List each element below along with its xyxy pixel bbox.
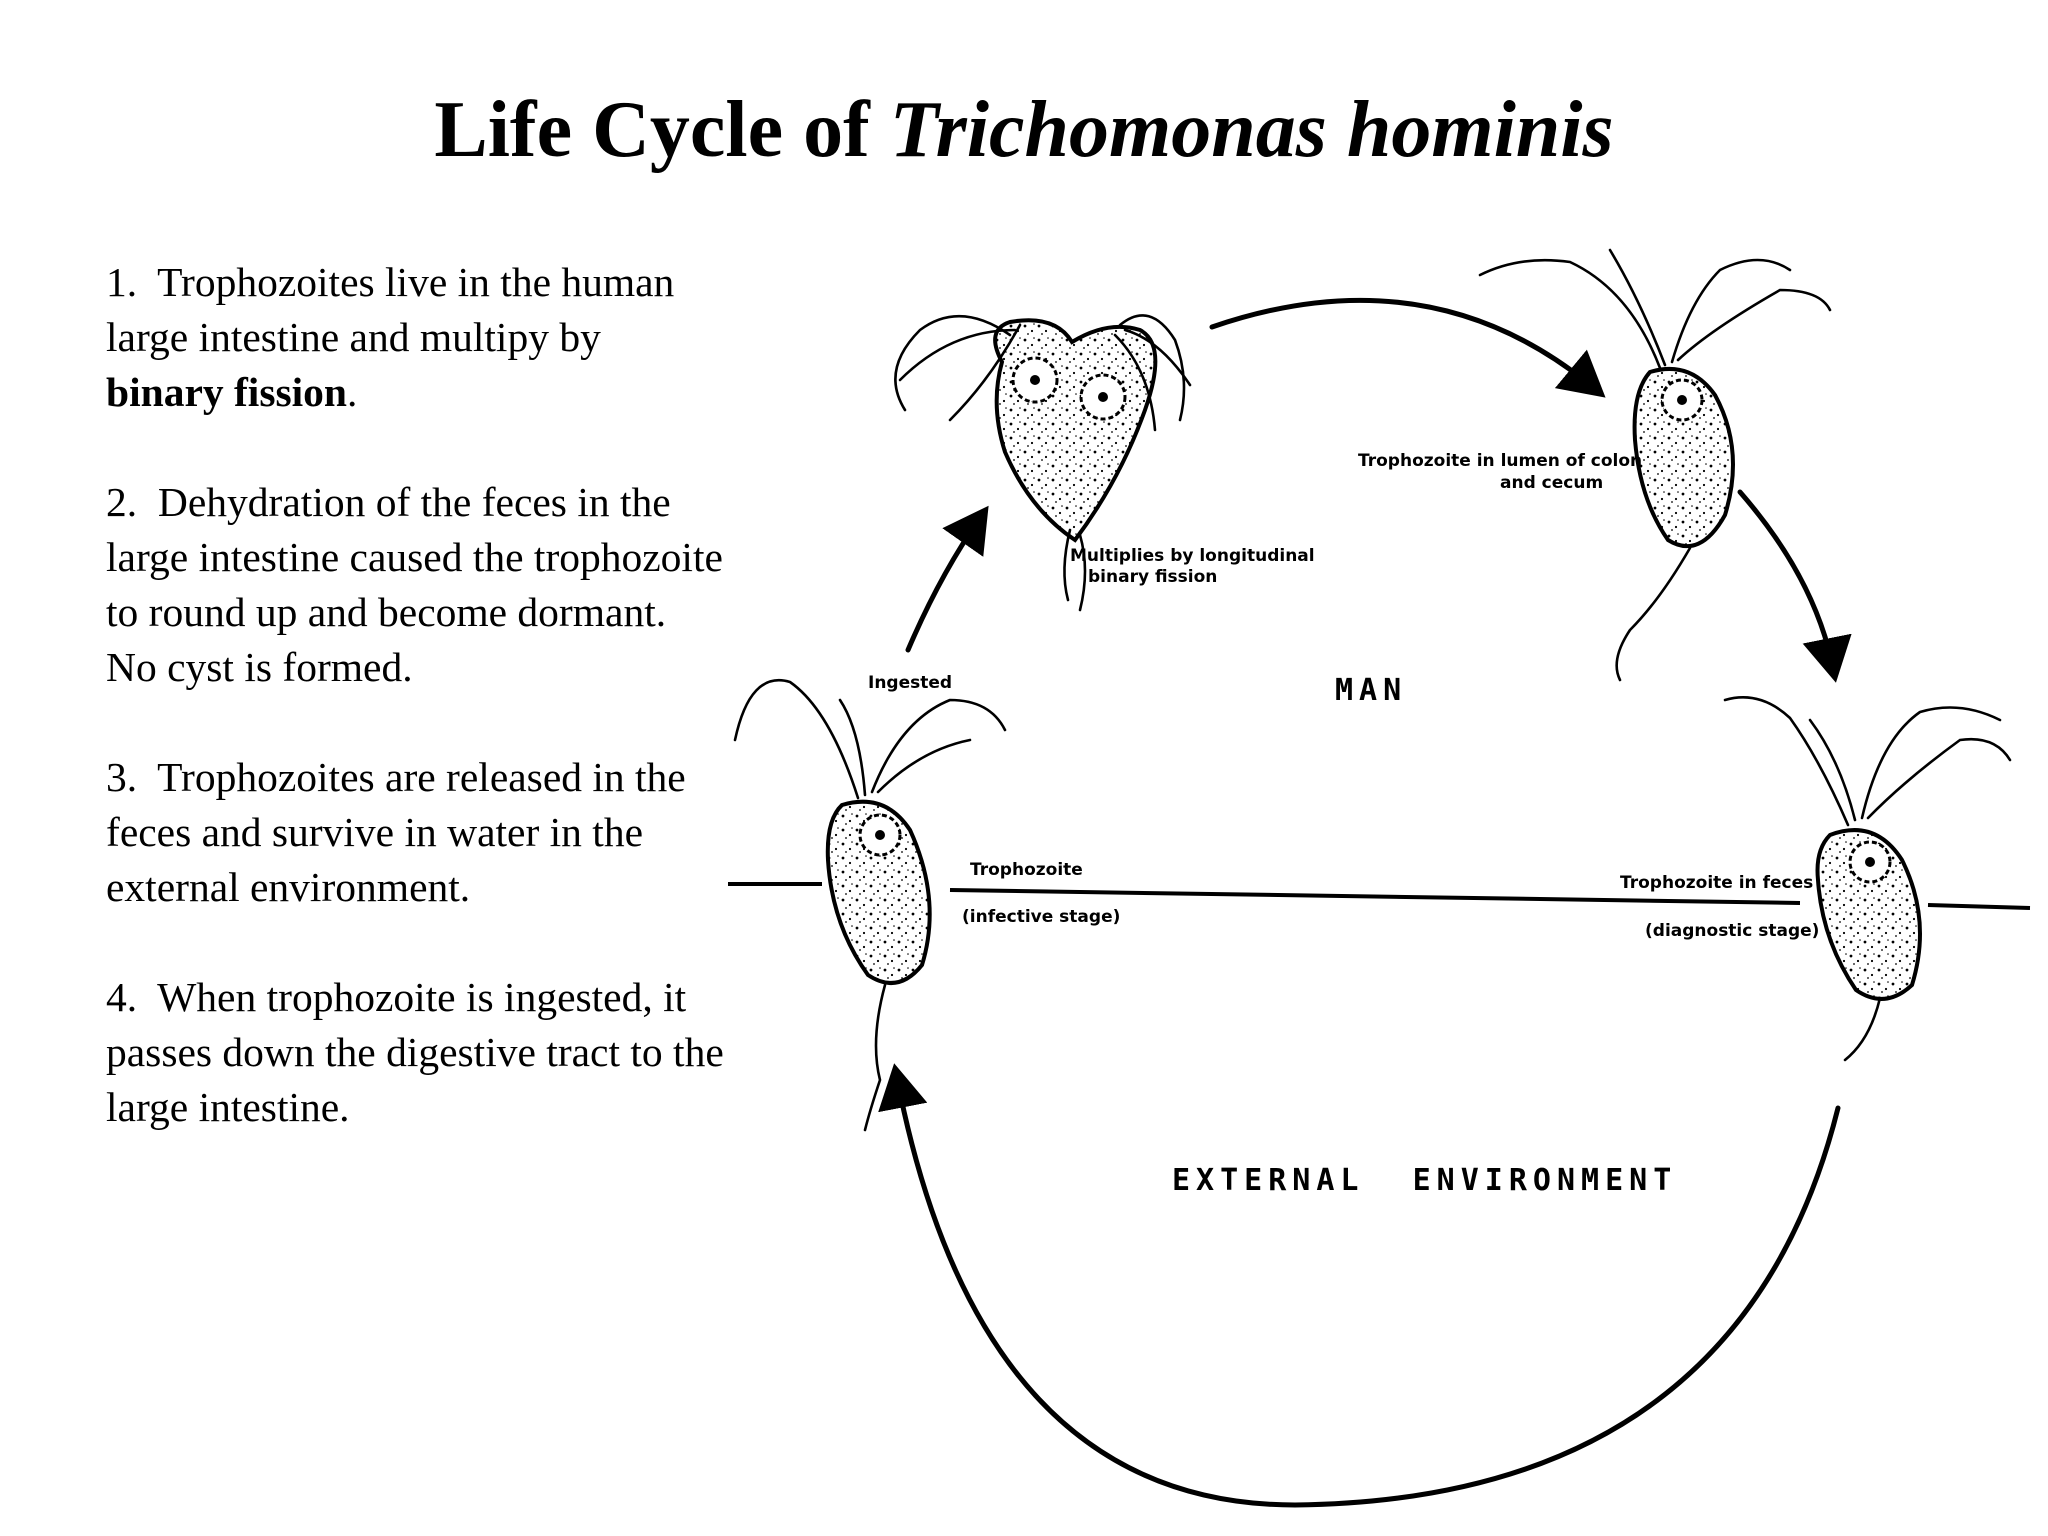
arrow-to-feces: [1737, 489, 1852, 683]
label-infective-line2: (infective stage): [962, 907, 1120, 927]
label-ingested: Ingested: [868, 673, 952, 693]
step-text: When trophozoite is ingested, it passes …: [106, 974, 724, 1130]
region-external-label: EXTERNAL ENVIRONMENT: [1172, 1163, 1677, 1198]
step-text-end: .: [347, 369, 358, 415]
label-lumen-line2: and cecum: [1500, 473, 1603, 493]
trophozoite-lumen-icon: [1478, 248, 1832, 682]
trophozoite-infective-icon: [733, 679, 1007, 1132]
region-man-label: MAN: [1335, 673, 1407, 708]
step-4: 4. When trophozoite is ingested, it pass…: [106, 970, 726, 1135]
step-1: 1. Trophozoites live in the human large …: [106, 255, 726, 420]
page-title: Life Cycle of Trichomonas hominis: [0, 80, 2048, 180]
step-3: 3. Trophozoites are released in the fece…: [106, 750, 726, 915]
step-number: 1.: [106, 259, 138, 305]
boundary-line: [728, 882, 2031, 910]
label-feces-line1: Trophozoite in feces: [1620, 873, 1813, 893]
step-text: Trophozoites are released in the feces a…: [106, 754, 686, 910]
step-2: 2. Dehydration of the feces in the large…: [106, 475, 726, 695]
trophozoite-feces-icon: [1723, 696, 2012, 1062]
dividing-trophozoite-icon: [894, 314, 1192, 612]
step-number: 4.: [106, 974, 138, 1020]
step-number: 3.: [106, 754, 138, 800]
label-lumen-line1: Trophozoite in lumen of colon: [1358, 451, 1642, 471]
arrow-ingested: [905, 505, 989, 653]
title-prefix: Life Cycle of: [434, 86, 890, 174]
steps-list: 1. Trophozoites live in the human large …: [106, 255, 726, 1190]
label-fission-line1: Multiplies by longitudinal: [1070, 546, 1315, 566]
label-infective-line1: Trophozoite: [970, 860, 1083, 880]
step-bold-term: binary fission: [106, 369, 347, 415]
step-text: Dehydration of the feces in the large in…: [106, 479, 723, 690]
step-number: 2.: [106, 479, 138, 525]
arrow-to-lumen: [1209, 297, 1606, 398]
label-feces-line2: (diagnostic stage): [1645, 921, 1819, 941]
label-fission-line2: binary fission: [1088, 567, 1217, 587]
title-species: Trichomonas hominis: [889, 86, 1614, 174]
step-text: Trophozoites live in the human large int…: [106, 259, 675, 360]
arrow-external-cycle: [878, 1063, 1841, 1508]
